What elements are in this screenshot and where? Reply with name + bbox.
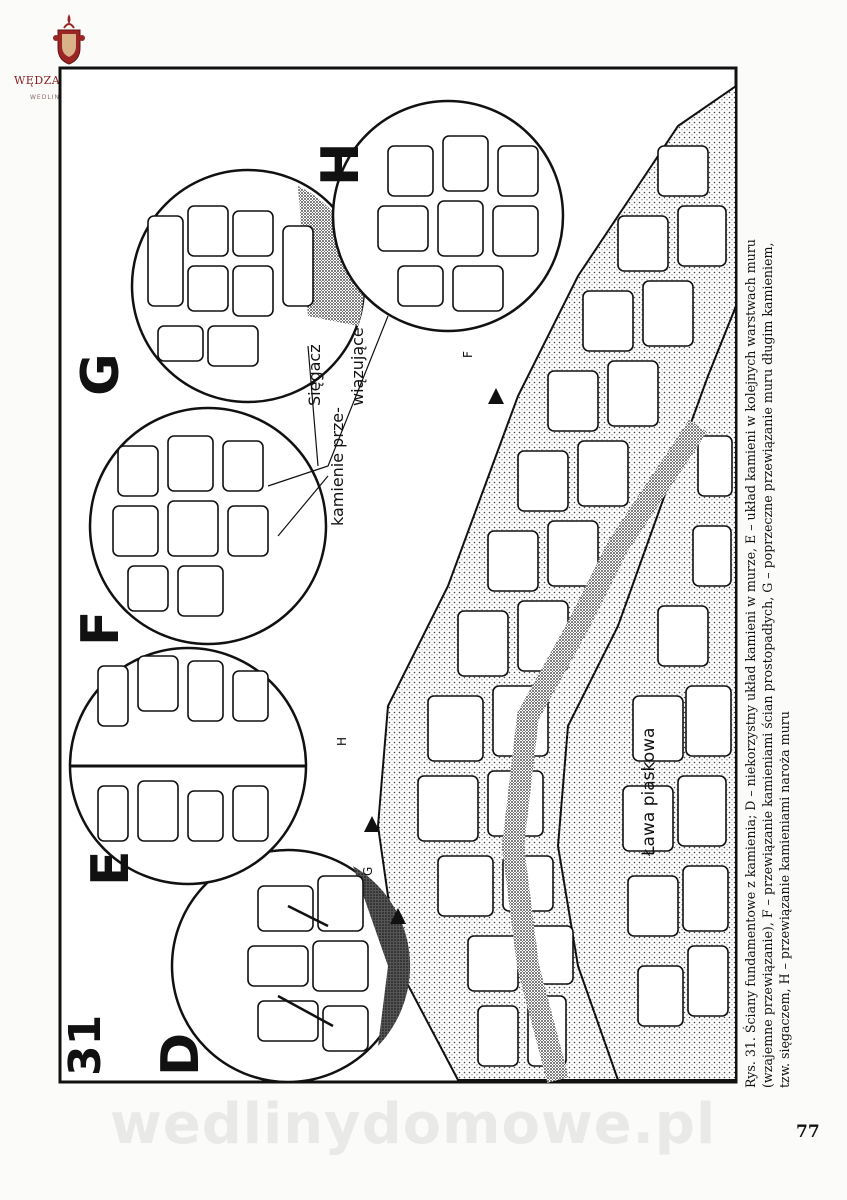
caption-line: Rys. 31. Ściany fundamentowe z kamienia;… [743, 239, 758, 1088]
detail-circle-f [88, 406, 328, 646]
arrow-marks [364, 388, 504, 924]
panel-letter-h: H [311, 142, 371, 186]
crest-icon [53, 14, 85, 65]
figure-caption: Rys. 31. Ściany fundamentowe z kamienia;… [742, 62, 812, 1088]
label-lawa-piaskowa: Ława piaskowa [639, 728, 659, 857]
caption-line: tzw. sięgaczem, H – przewiązanie kamieni… [777, 711, 792, 1088]
stone-wall-figure: 31 D E F G H Sięgacz kamienie prze- wiąz… [58, 66, 738, 1084]
detail-circle-g [130, 168, 366, 404]
page-number: 77 [796, 1122, 820, 1142]
panel-letter-d: D [151, 1033, 211, 1076]
caption-wrap: Rys. 31. Ściany fundamentowe z kamienia;… [742, 62, 812, 1088]
panel-letter-e: E [81, 850, 141, 886]
caption-line: (wzajemne przewiązanie), F – przewiązani… [760, 242, 775, 1088]
figure-number: 31 [60, 1015, 111, 1076]
detail-circle-h [331, 99, 565, 333]
detail-circle-e [68, 646, 308, 886]
label-siegacz: Sięgacz [305, 344, 324, 406]
label-kamienie-2: wiązujące [348, 327, 367, 406]
arrow-label-f: F [461, 351, 475, 358]
main-wall [376, 84, 737, 1083]
detail-circle-d [170, 848, 411, 1084]
panel-letter-g: G [71, 353, 131, 396]
arrow-label-g: G [361, 867, 375, 876]
watermark: wedlinydomowe.pl [110, 1092, 717, 1157]
panel-letter-f: F [71, 610, 131, 646]
arrow-label-h: H [335, 737, 349, 746]
label-kamienie-1: kamienie prze- [328, 407, 347, 526]
